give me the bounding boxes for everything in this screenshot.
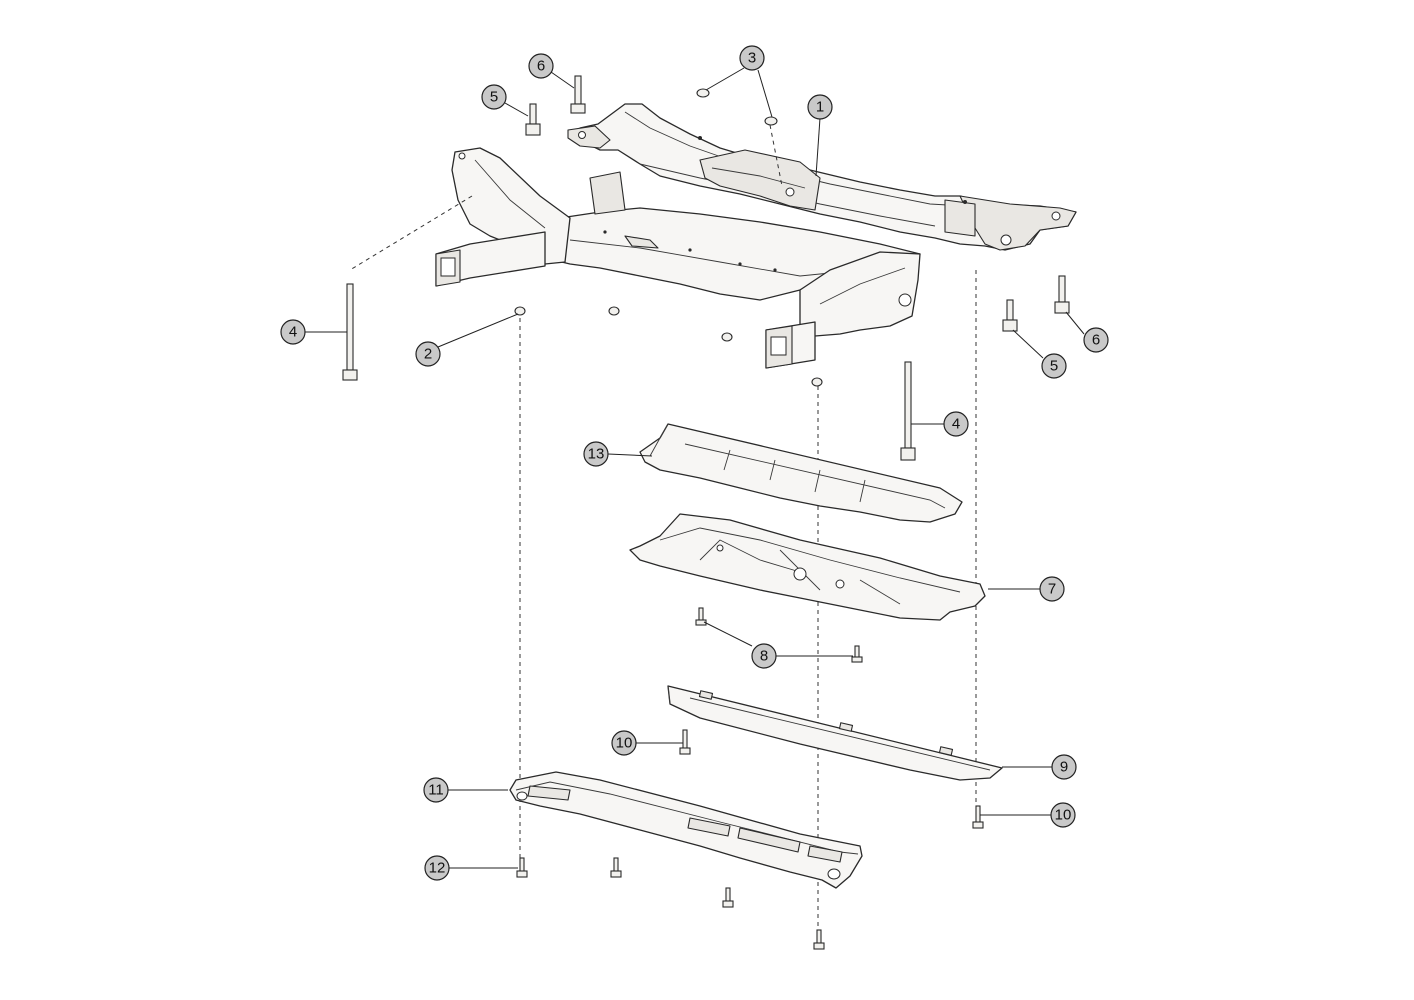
callout-label: 5 (1050, 358, 1058, 375)
callout-9: 9 (1051, 754, 1077, 780)
screw-12-a (516, 857, 528, 878)
bolt-5-upper (525, 103, 541, 136)
fasteners (342, 75, 1070, 950)
callout-label: 6 (537, 58, 545, 75)
screw-10-a (679, 729, 691, 755)
nut-3-a (696, 88, 710, 98)
nut-2-c (721, 332, 733, 342)
callout-7: 7 (1039, 576, 1065, 602)
callout-label: 10 (1055, 807, 1072, 824)
nut-2-b (608, 306, 620, 316)
screw-12-b (610, 857, 622, 878)
screw-12-c (722, 887, 734, 908)
screw-12-d (813, 929, 825, 950)
callout-5-upper: 5 (481, 84, 507, 110)
callout-label: 4 (952, 416, 960, 433)
callout-label: 12 (429, 860, 446, 877)
callout-6-upper: 6 (528, 53, 554, 79)
nut-3-b (764, 116, 778, 126)
callout-label: 13 (588, 446, 605, 463)
screw-8-b (851, 645, 863, 663)
callout-label: 4 (289, 324, 297, 341)
bolt-6-upper (570, 75, 586, 114)
bolt-4-left (342, 283, 358, 381)
callout-13: 13 (583, 441, 609, 467)
callout-12: 12 (424, 855, 450, 881)
callouts: 1 2 3 4 4 5 5 6 6 7 8 9 10 10 11 12 13 (280, 45, 1109, 881)
callout-label: 9 (1060, 759, 1068, 776)
callout-6-lower: 6 (1083, 327, 1109, 353)
callout-label: 8 (760, 648, 768, 665)
subframe (435, 103, 1077, 369)
callout-1: 1 (807, 94, 833, 120)
callout-label: 10 (616, 735, 633, 752)
heat-shield (639, 423, 963, 523)
callout-3: 3 (739, 45, 765, 71)
bolt-5-lower (1002, 299, 1018, 332)
callout-label: 7 (1048, 581, 1056, 598)
callout-4-left: 4 (280, 319, 306, 345)
callout-label: 2 (424, 346, 432, 363)
front-undertray (509, 771, 863, 889)
callout-label: 5 (490, 89, 498, 106)
bolt-4-right (900, 361, 916, 461)
callout-label: 1 (816, 99, 824, 116)
callout-10-left: 10 (611, 730, 637, 756)
bolt-6-lower (1054, 275, 1070, 314)
nut-2-d (811, 377, 823, 387)
callout-11: 11 (423, 777, 449, 803)
callout-10-right: 10 (1050, 802, 1076, 828)
callout-label: 11 (428, 782, 444, 799)
underbody-panel (629, 513, 986, 621)
callout-4-right: 4 (943, 411, 969, 437)
callout-label: 6 (1092, 332, 1100, 349)
screw-10-b (972, 805, 984, 829)
callout-2: 2 (415, 341, 441, 367)
callout-label: 3 (748, 50, 756, 67)
leader-lines (304, 67, 1085, 869)
nut-2-a (514, 306, 526, 316)
callout-5-lower: 5 (1041, 353, 1067, 379)
rear-strip-panel (667, 685, 1003, 781)
callout-8: 8 (751, 643, 777, 669)
